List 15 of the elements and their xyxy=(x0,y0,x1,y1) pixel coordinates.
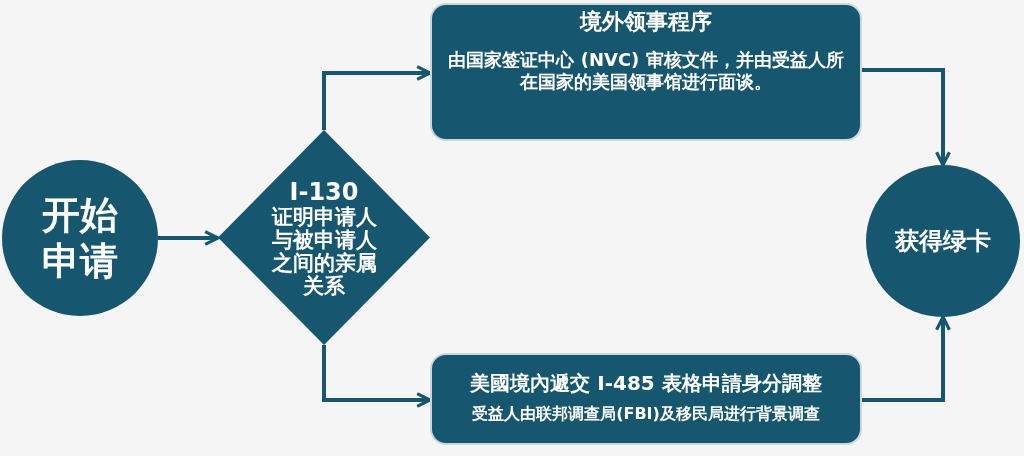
process-box xyxy=(430,353,862,445)
arrow xyxy=(862,315,951,402)
box-title: 美國境內遞交 I-485 表格申請身分調整 xyxy=(470,370,822,397)
arrow xyxy=(158,230,220,246)
box-text: 受益人由联邦调查局(FBI)及移民局进行背景调查 xyxy=(472,403,820,425)
diamond-text: 证明申请人与被申请人之间的亲属关系 xyxy=(270,205,378,298)
box-title: 境外领事程序 xyxy=(580,8,712,36)
circle-label: 获得绿卡 xyxy=(895,226,991,256)
arrow xyxy=(322,65,432,130)
arrow xyxy=(322,345,432,408)
arrow xyxy=(862,68,951,167)
box-text: 由国家签证中心 (NVC) 审核文件，并由受益人所在国家的美国领事馆进行面谈。 xyxy=(447,49,845,93)
diamond-heading: I-130 xyxy=(289,177,359,206)
circle-label: 开始申请 xyxy=(41,192,119,284)
process-box xyxy=(430,3,862,141)
